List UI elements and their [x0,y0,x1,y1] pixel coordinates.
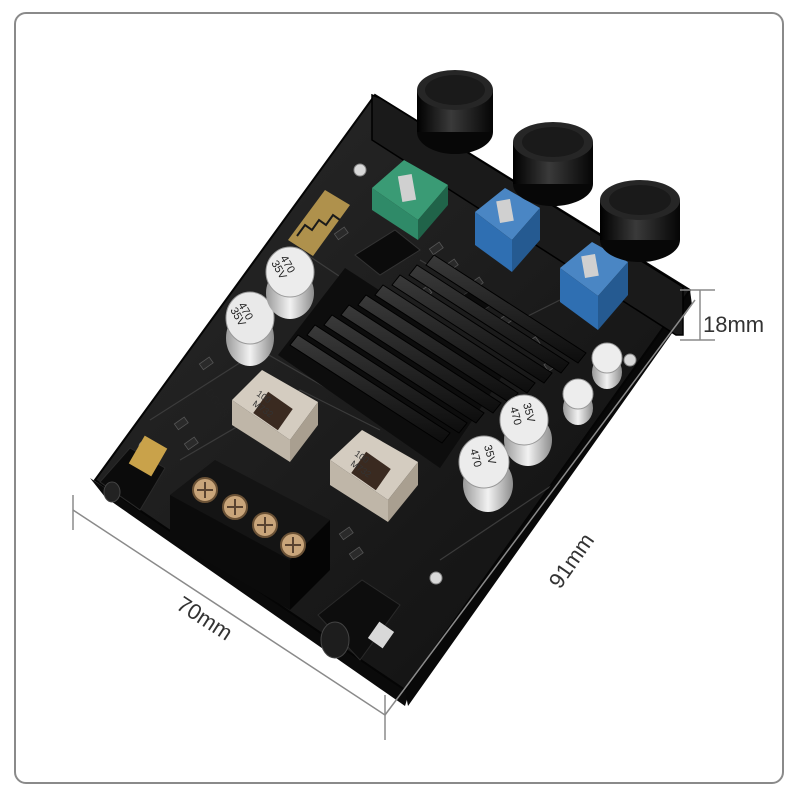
knob-1 [417,70,493,154]
capacitor-2: 470 35V [265,246,315,319]
mounting-holes [138,163,637,585]
svg-text:35V: 35V [481,444,498,467]
terminal-screws [192,477,306,558]
svg-text:35V: 35V [520,402,537,425]
heatsink-fin [289,334,451,444]
ic-chip [354,229,421,276]
heatsink-fin [357,294,519,404]
dimension-lines [72,289,715,740]
knob-3 [600,180,680,262]
potentiometer-green [372,160,448,240]
knob-2 [513,122,593,206]
capacitor-1: 470 35V [225,291,275,366]
pcb-edge-right [405,290,692,706]
capacitor-small-2 [562,378,594,425]
capacitor-small-1 [591,342,623,389]
potentiometer-blue-1 [475,188,540,272]
heatsink-fin [340,304,502,414]
heatsink-fin [391,274,553,384]
potentiometer-blue-2 [560,242,628,330]
dimension-width-label: 70mm [172,591,237,645]
inductor-1: 100 M732 [232,370,318,462]
heatsink-fin [408,264,570,374]
heatsink-fin [323,314,485,424]
heatsink [278,254,587,468]
svg-text:470: 470 [507,406,523,427]
dc-power-jack [317,579,401,661]
capacitor-4: 470 35V [458,435,513,512]
dimension-height-label: 18mm [703,312,764,337]
heatsink-fin [306,324,468,434]
heatsink-fin [374,284,536,394]
svg-text:470: 470 [467,448,483,469]
inductor-2: 100 M732 [330,430,418,522]
capacitor-3: 470 35V [499,394,552,466]
heatsink-fin [425,254,587,364]
audio-jack [99,435,168,511]
bluetooth-antenna [288,190,350,256]
dimension-length-label: 91mm [544,528,600,592]
